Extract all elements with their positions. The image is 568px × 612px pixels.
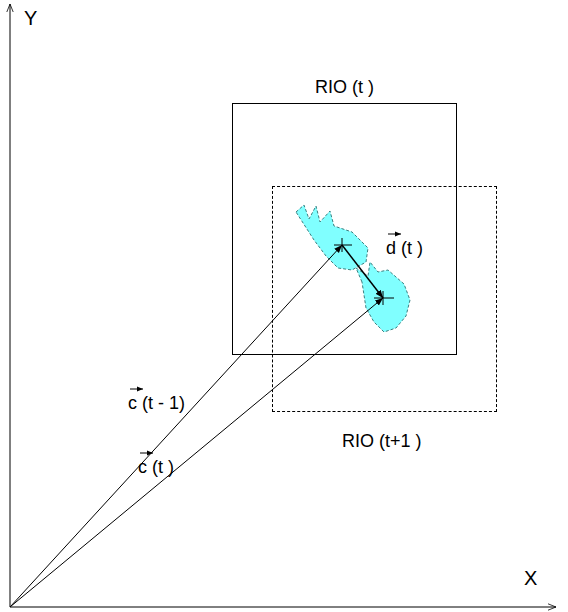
object-blob <box>296 205 368 270</box>
vector-label: c (t - 1) <box>128 393 185 415</box>
region-of-interest: RIO (t ) <box>232 103 457 355</box>
position-vector <box>10 245 342 607</box>
y-axis <box>10 4 11 607</box>
x-axis <box>10 607 556 608</box>
vector-label: d (t ) <box>386 238 423 260</box>
region-label: RIO (t ) <box>315 77 374 99</box>
vector-overarrow <box>388 234 401 235</box>
axis-label: X <box>524 566 537 590</box>
displacement-vector <box>342 245 383 298</box>
vector-overarrow <box>130 389 143 390</box>
position-vector <box>10 298 383 607</box>
centroid-cross <box>334 238 394 305</box>
vector-overarrow <box>140 453 153 454</box>
region-label: RIO (t+1 ) <box>342 431 422 453</box>
axis-label: Y <box>24 6 37 30</box>
vector-label: c (t ) <box>138 457 174 479</box>
region-of-interest: RIO (t+1 ) <box>272 186 497 412</box>
